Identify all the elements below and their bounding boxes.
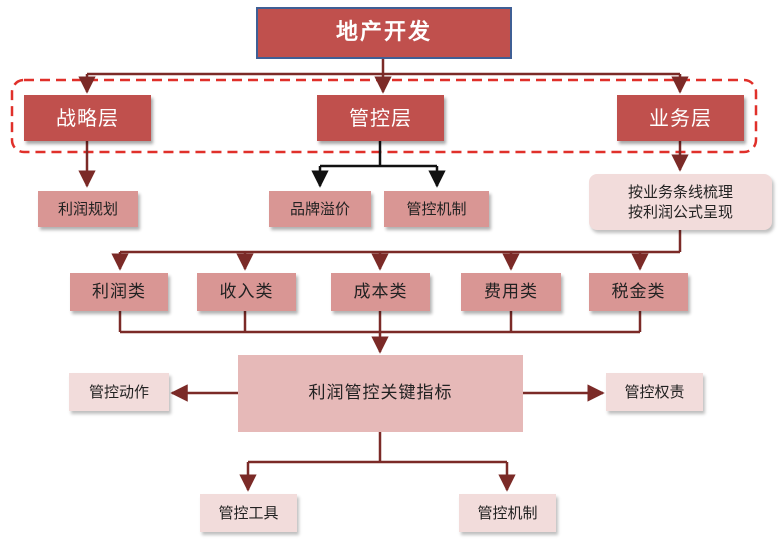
category-income: 收入类	[197, 273, 296, 311]
category-label: 利润类	[92, 281, 146, 302]
tier-business-label: 业务层	[649, 105, 712, 130]
category-profit: 利润类	[70, 273, 168, 311]
business-note-line1: 按业务条线梳理	[627, 182, 733, 201]
category-cost: 成本类	[331, 273, 430, 311]
control-mechanism-node: 管控机制	[384, 191, 489, 227]
category-label: 成本类	[353, 281, 408, 302]
category-connector	[111, 230, 682, 271]
category-tax: 税金类	[589, 273, 688, 311]
control-tools-node: 管控工具	[200, 494, 297, 532]
tier-control: 管控层	[317, 95, 444, 141]
root-connector	[78, 58, 689, 94]
control-action-node: 管控动作	[69, 373, 169, 411]
brand-premium-label: 品牌溢价	[289, 199, 350, 218]
category-label: 费用类	[484, 281, 538, 302]
control-mechanism-label: 管控机制	[406, 199, 467, 218]
category-expense: 费用类	[461, 273, 561, 311]
control-tools-label: 管控工具	[218, 503, 279, 522]
control-responsibility-label: 管控权责	[624, 382, 685, 401]
control-connector	[311, 140, 446, 188]
root-node: 地产开发	[256, 7, 512, 59]
tier-control-label: 管控层	[349, 105, 412, 130]
category-label: 税金类	[611, 281, 666, 302]
control-action-label: 管控动作	[88, 382, 149, 401]
business-note: 按业务条线梳理 按利润公式呈现	[589, 174, 772, 230]
control-mechanism-output-node: 管控机制	[459, 494, 556, 532]
output-connector	[239, 432, 516, 492]
control-mechanism-output-label: 管控机制	[477, 503, 538, 522]
root-label: 地产开发	[335, 19, 432, 46]
tier-strategy: 战略层	[24, 95, 151, 141]
control-responsibility-node: 管控权责	[606, 373, 703, 411]
key-indicator-node: 利润管控关键指标	[238, 355, 523, 432]
business-note-line2: 按利润公式呈现	[627, 203, 733, 221]
tier-strategy-label: 战略层	[56, 105, 119, 130]
tier-business: 业务层	[617, 95, 744, 141]
center-connector	[118, 311, 642, 354]
category-label: 收入类	[219, 281, 274, 302]
brand-premium-node: 品牌溢价	[269, 191, 371, 227]
profit-planning-label: 利润规划	[57, 199, 118, 218]
profit-planning-node: 利润规划	[38, 191, 138, 227]
key-indicator-label: 利润管控关键指标	[308, 383, 453, 404]
